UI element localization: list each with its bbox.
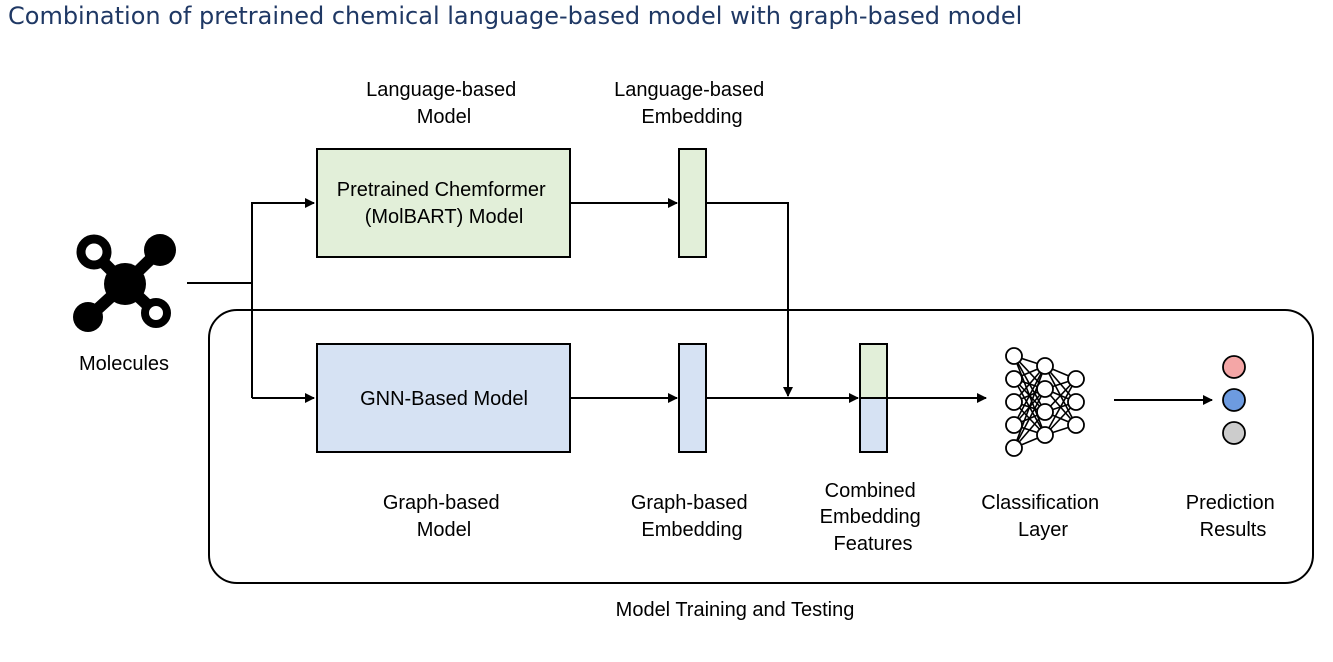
prediction-results-icon <box>1222 355 1246 445</box>
prediction-results-label: Prediction Results <box>1186 492 1281 541</box>
prediction-dot-blue <box>1222 388 1246 412</box>
language-embedding-bar <box>678 148 707 258</box>
graph-model-label: Graph-based Model <box>383 492 505 541</box>
chemformer-model-label: Pretrained Chemformer (MolBART) Model <box>337 179 552 228</box>
graph-embedding-label: Graph-based Embedding <box>631 492 753 541</box>
chemformer-model-box <box>316 148 571 258</box>
training-container <box>208 309 1314 584</box>
molecule-icon <box>73 234 176 332</box>
flow-connectors <box>570 198 1213 405</box>
language-model-header: Language-based Model <box>366 79 522 128</box>
neural-network-icon <box>1005 347 1085 457</box>
molecules-label: Molecules <box>79 353 169 375</box>
gnn-model-box <box>316 343 571 453</box>
gnn-model-label: GNN-Based Model <box>360 388 528 410</box>
combined-embedding-bar <box>859 343 888 453</box>
language-embedding-header: Language-based Embedding <box>614 79 770 128</box>
combined-features-label: Combined Embedding Features <box>820 480 927 555</box>
page-title: Combination of pretrained chemical langu… <box>8 2 1023 30</box>
graph-embedding-bar <box>678 343 707 453</box>
training-container-label: Model Training and Testing <box>616 599 855 621</box>
classification-layer-label: Classification Layer <box>981 492 1104 541</box>
prediction-dot-gray <box>1222 421 1246 445</box>
prediction-dot-red <box>1222 355 1246 379</box>
input-connectors <box>187 198 315 403</box>
